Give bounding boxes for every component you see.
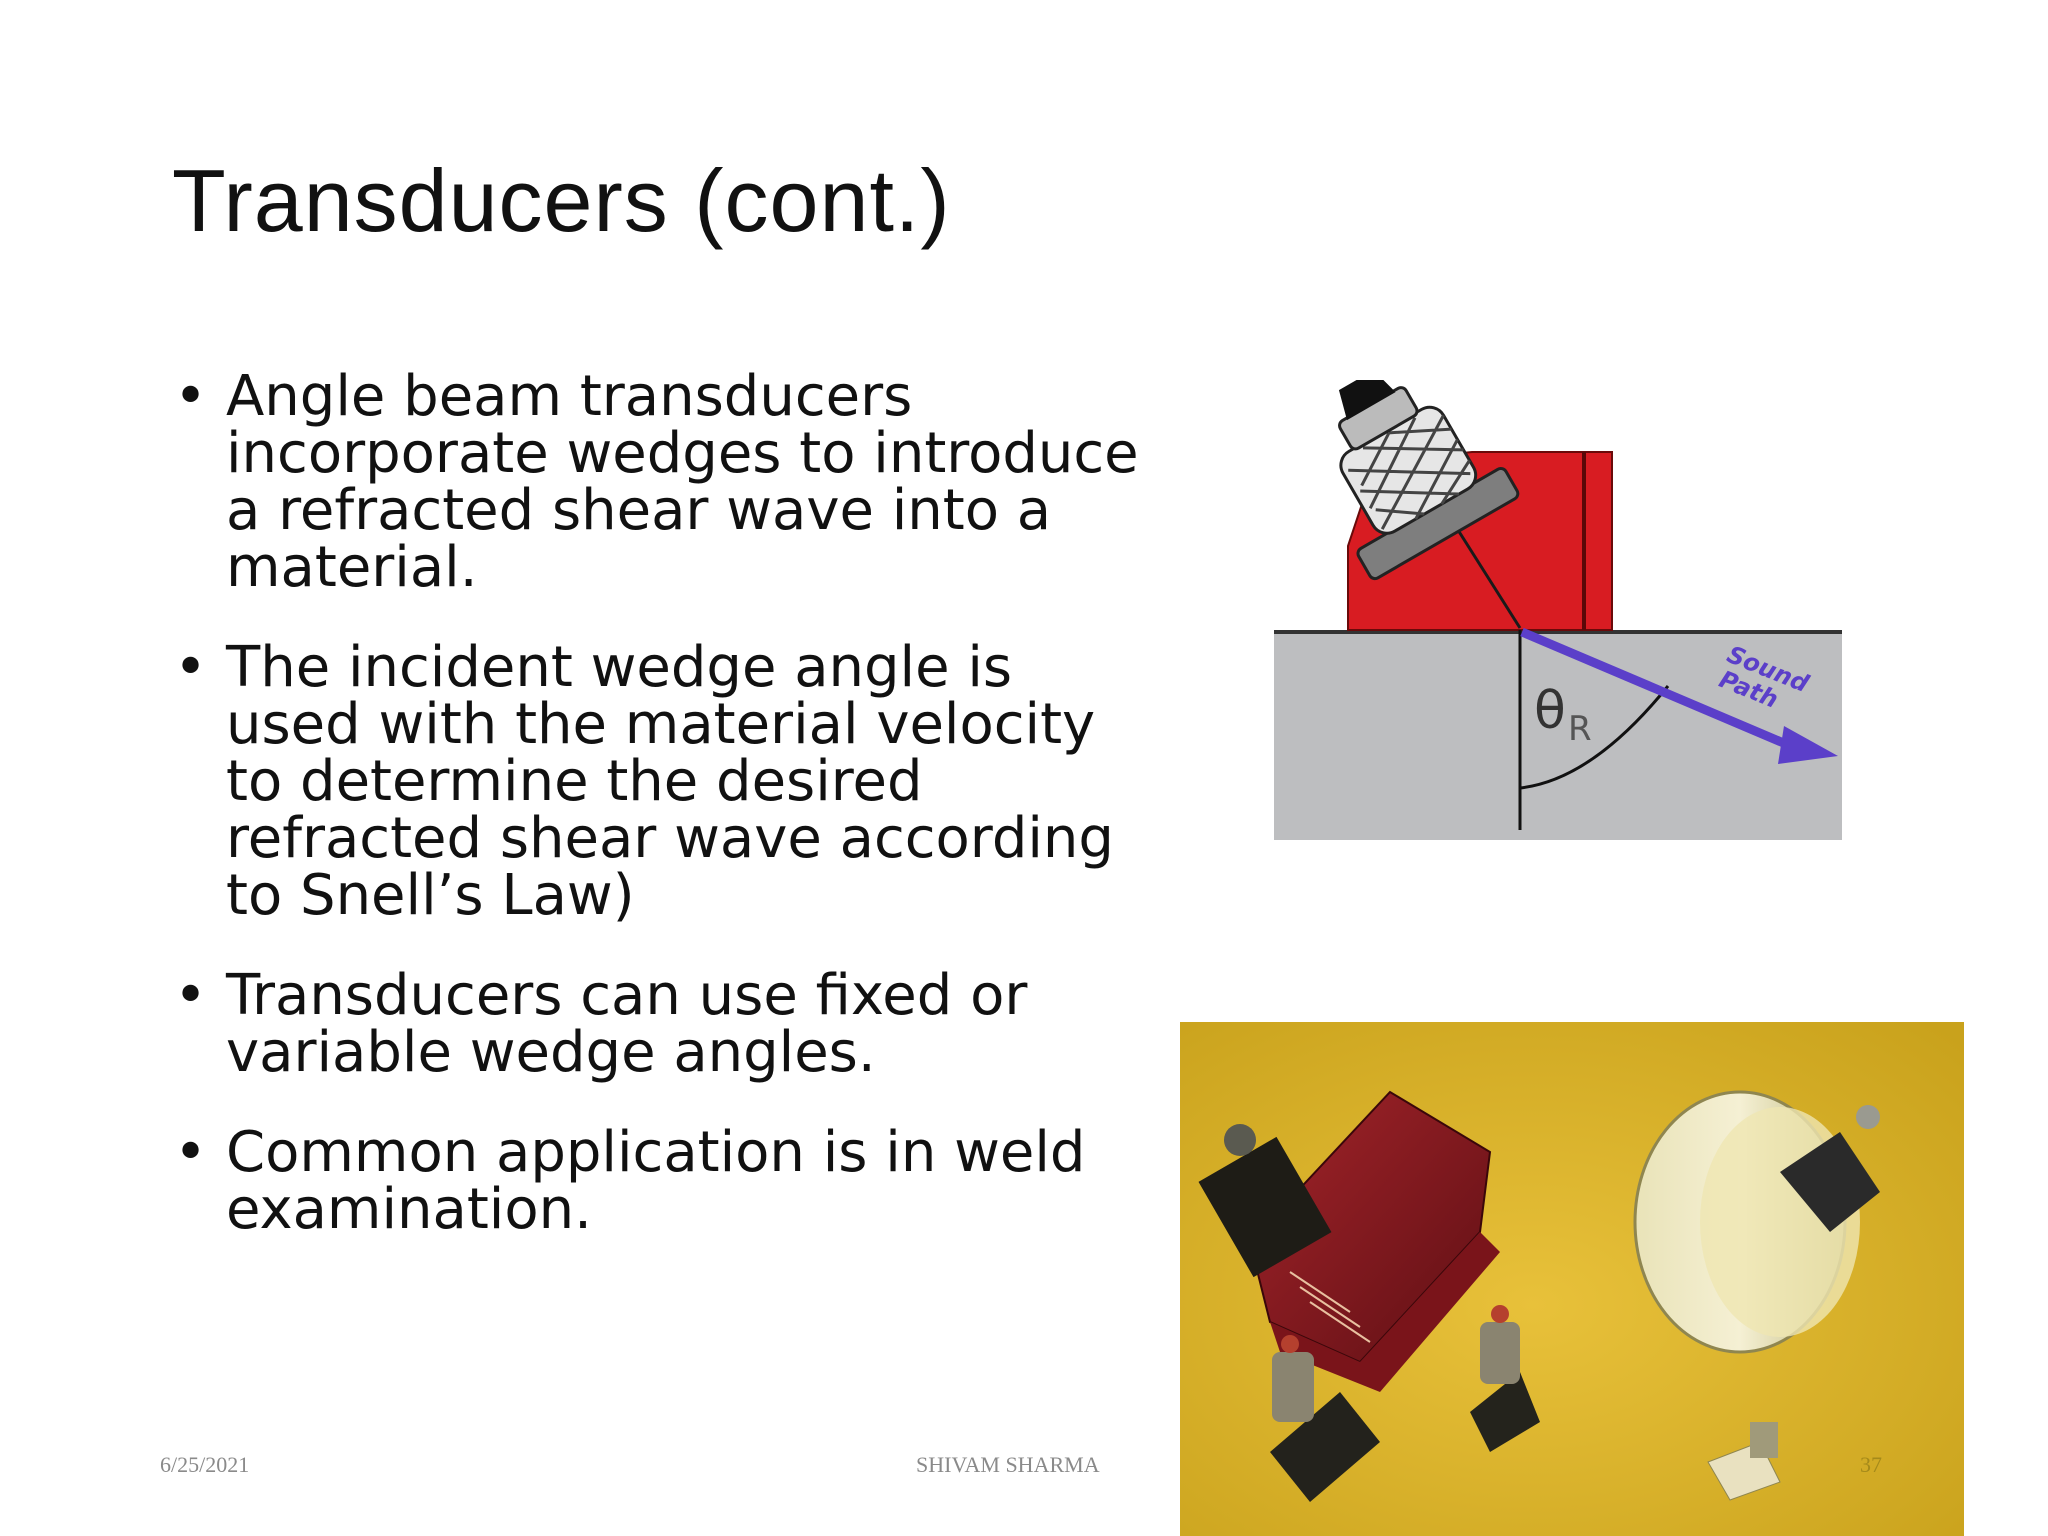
bullet-item: Transducers can use fixed or variable we… xyxy=(172,967,1152,1081)
slide-title: Transducers (cont.) xyxy=(172,151,951,250)
slide-number: 37 xyxy=(1860,1452,1882,1477)
footer-author: SHIVAM SHARMA xyxy=(916,1452,1100,1477)
transducer-photo xyxy=(1180,1022,1964,1536)
bullet-list: Angle beam transducers incorporate wedge… xyxy=(172,368,1152,1281)
footer-date: 6/25/2021 xyxy=(160,1452,250,1477)
bullet-item: The incident wedge angle is used with th… xyxy=(172,639,1152,924)
arrow-head xyxy=(1778,726,1838,764)
angle-beam-diagram: θ R Sound Path xyxy=(1274,380,1842,840)
transducer xyxy=(1338,380,1520,581)
angle-arc xyxy=(1519,685,1670,790)
material-block xyxy=(1274,630,1842,840)
incident-beam xyxy=(1456,529,1522,629)
bullet-item: Angle beam transducers incorporate wedge… xyxy=(172,368,1152,596)
sound-path-arrow xyxy=(1520,627,1802,755)
angle-subscript: R xyxy=(1568,709,1592,749)
angle-label: θ xyxy=(1534,681,1566,741)
bullet-item: Common application is in weld examinatio… xyxy=(172,1124,1152,1238)
